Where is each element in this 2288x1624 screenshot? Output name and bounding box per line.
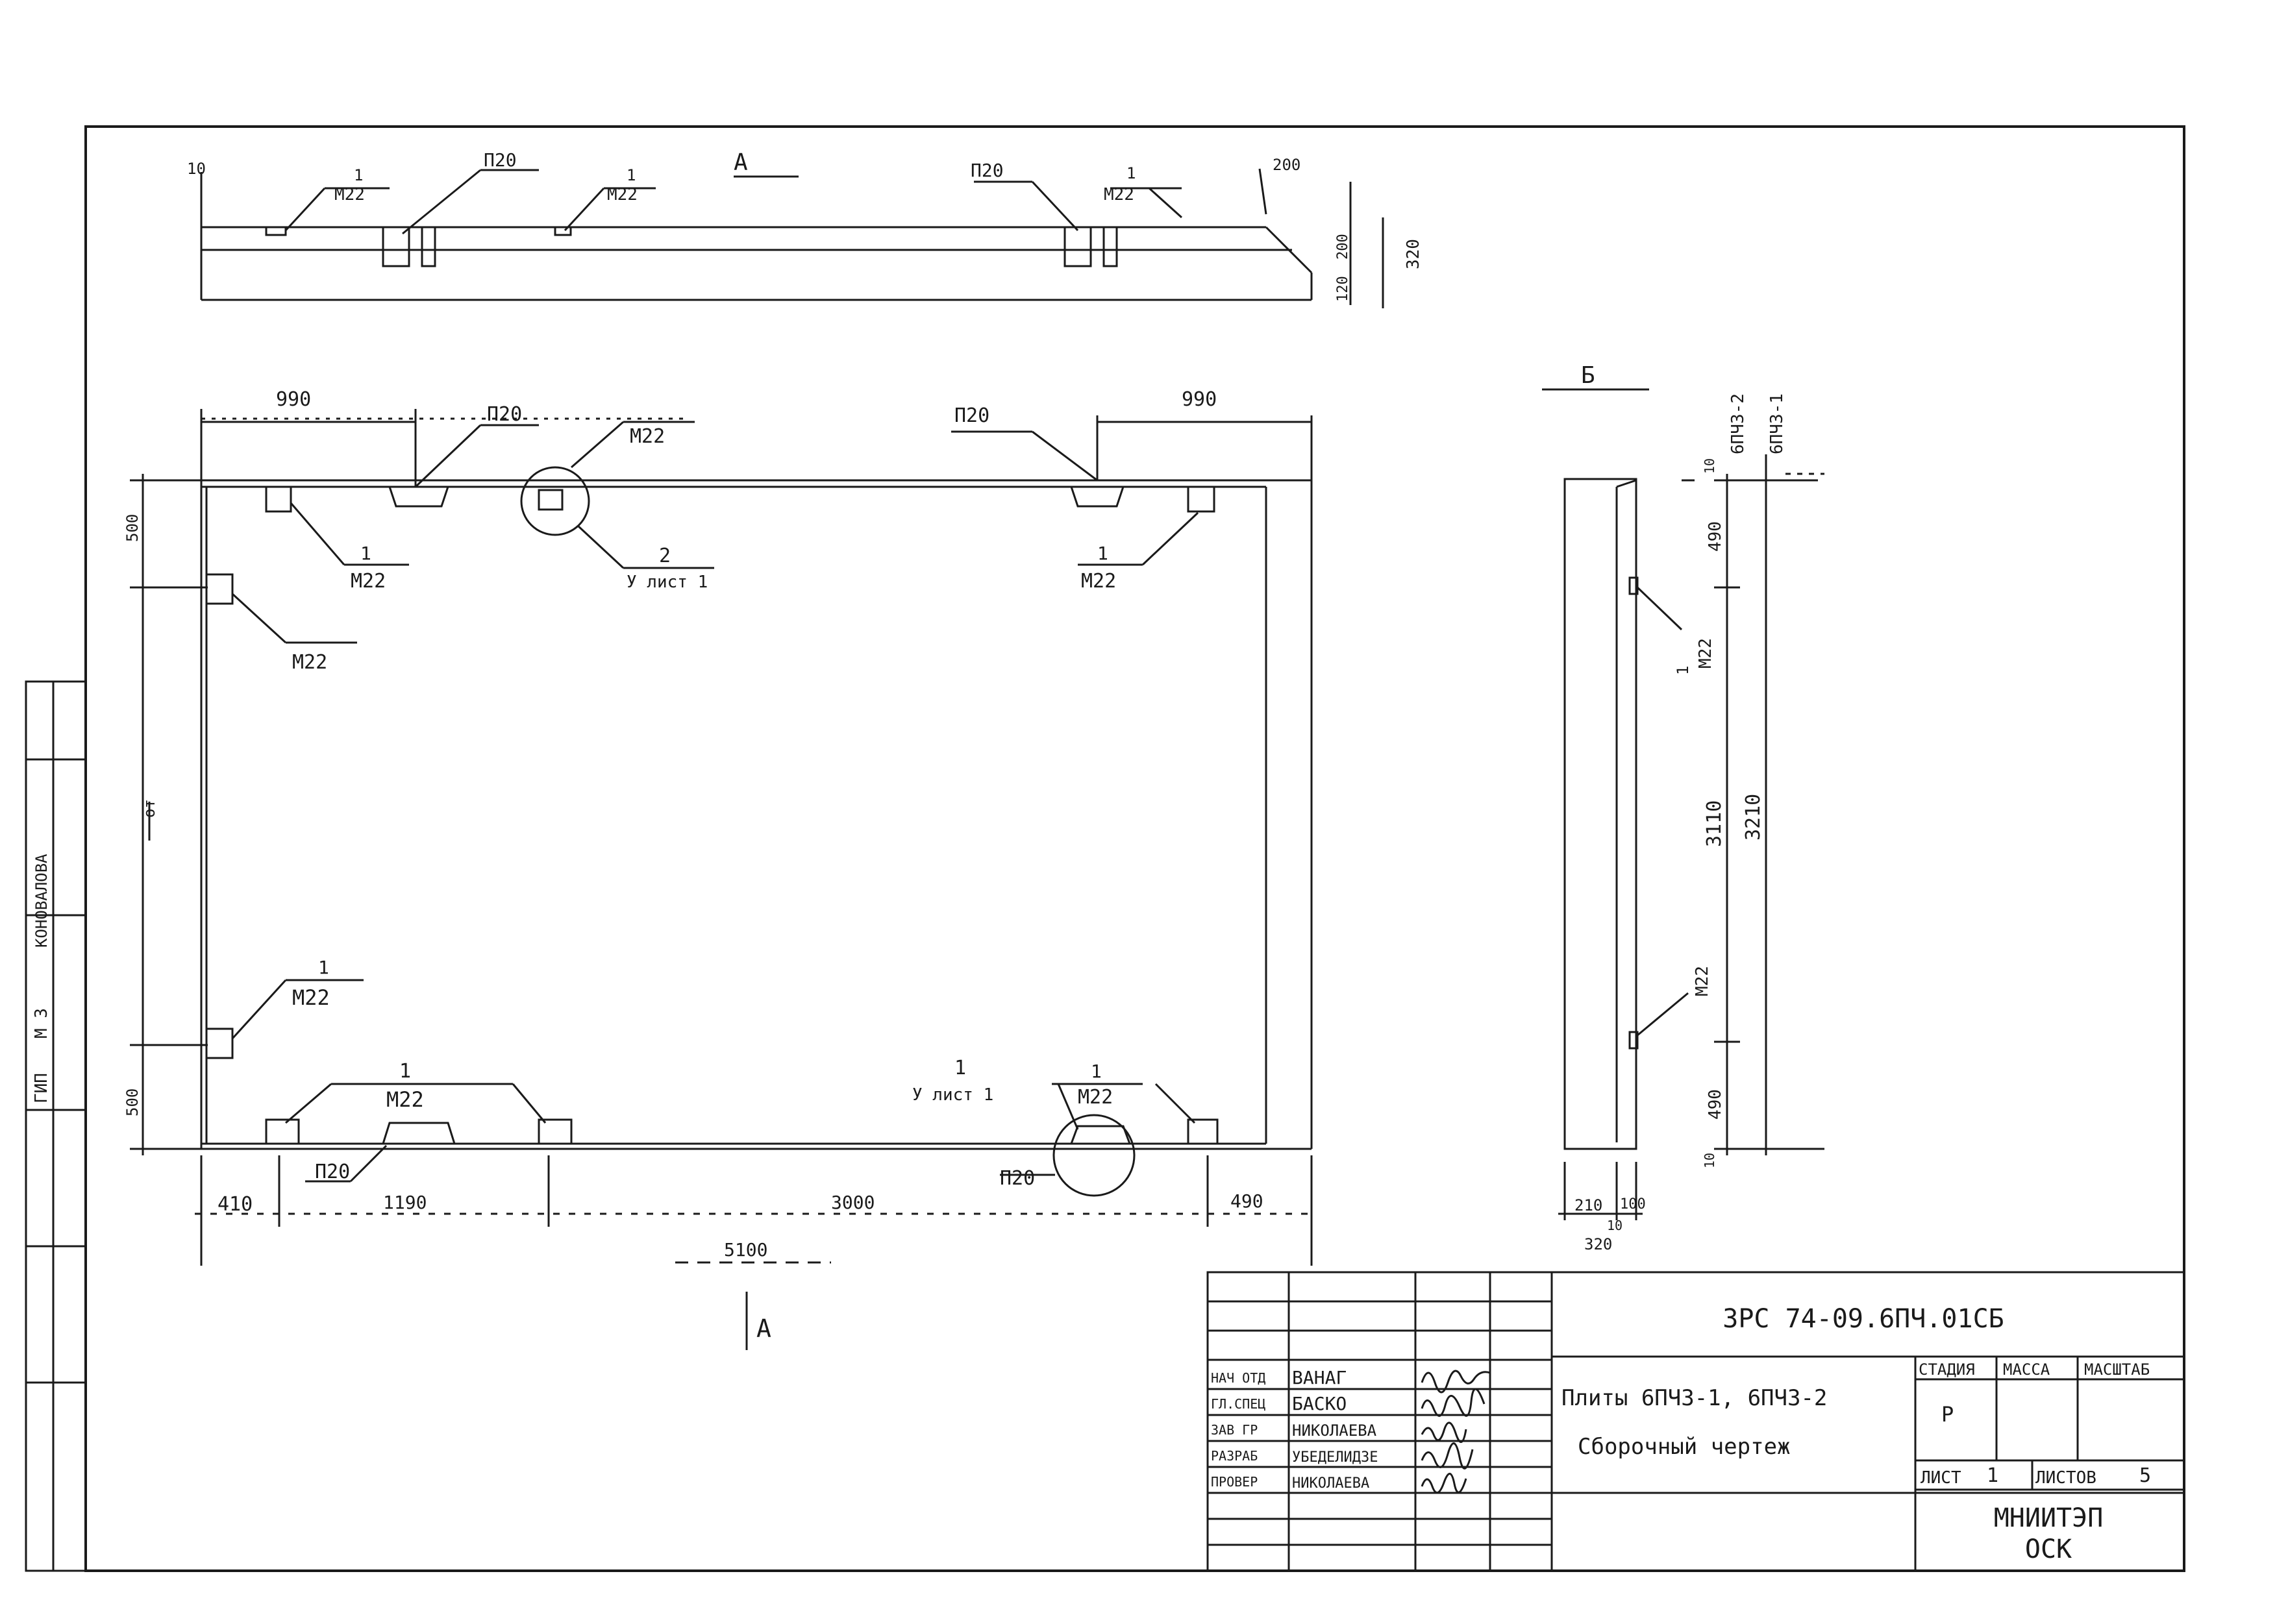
plan-label-node-num: 2: [659, 545, 671, 567]
top-label-1-code: М22: [334, 185, 365, 204]
signatory-name-1: ВАНАГ: [1292, 1367, 1347, 1388]
plan-label-m22-bot-num: 1: [399, 1060, 411, 1083]
stage-value: Р: [1941, 1402, 1954, 1427]
scale-header: МАСШТАБ: [2084, 1360, 2150, 1379]
title-code: ЗРС 74-09.6ПЧ.01СБ: [1722, 1304, 2004, 1334]
plan-label-m22-circle: М22: [630, 425, 665, 448]
mass-header: МАССА: [2003, 1360, 2050, 1379]
plan-label-p20-bottom-right: П20: [1000, 1167, 1035, 1190]
view-b-label: Б: [1581, 362, 1595, 389]
section-mark-1: 6ПЧ3-2: [1728, 393, 1748, 454]
org-line2: ОСК: [2025, 1534, 2072, 1564]
signatory-role-5: ПРОВЕР: [1211, 1474, 1258, 1490]
stage-header: СТАДИЯ: [1919, 1360, 1975, 1379]
top-dim-120: 120: [1335, 276, 1351, 302]
title-line2: Сборочный чертеж: [1578, 1434, 1791, 1460]
signatory-role-3: ЗАВ ГР: [1211, 1422, 1258, 1438]
sheet-label: ЛИСТ: [1921, 1468, 1961, 1488]
top-dim-200: 200: [1273, 156, 1300, 174]
plan-label-m22-tl: М22: [351, 570, 386, 593]
top-label-4-code: П20: [971, 160, 1004, 181]
section-mark-2: 6ПЧ3-1: [1767, 393, 1787, 454]
plan-dim-bottom-2: 1190: [383, 1192, 427, 1213]
section-dim-490-top: 490: [1706, 521, 1725, 552]
section-label-m22-up: М22: [1696, 638, 1715, 669]
signatory-name-3: НИКОЛАЕВА: [1292, 1421, 1377, 1440]
top-label-2-code: П20: [484, 149, 517, 171]
top-label-5-num: 1: [1126, 164, 1136, 182]
section-dim-210: 210: [1574, 1196, 1602, 1214]
plan-label-node-ref: У лист 1: [627, 572, 708, 592]
signatory-name-5: НИКОЛАЕВА: [1292, 1475, 1369, 1492]
plan-dim-bottom-1: 410: [218, 1193, 253, 1216]
plan-label-ot: от: [140, 799, 158, 818]
section-dim-3110: 3110: [1703, 800, 1726, 847]
plan-dim-top-right: 990: [1182, 388, 1217, 411]
section-dim-320: 320: [1584, 1235, 1612, 1253]
top-label-3-num: 1: [627, 166, 636, 184]
top-elevation: [200, 168, 1384, 308]
side-stamp-gip-label: ГИП: [32, 1073, 51, 1103]
top-label-3-code: М22: [607, 185, 638, 204]
plan-label-m22-lb-num: 1: [318, 957, 329, 978]
view-a-label: А: [734, 149, 748, 176]
plan-dim-bottom-4: 490: [1230, 1190, 1263, 1212]
signatory-name-4: УБЕДЕЛИДЗЕ: [1292, 1449, 1378, 1466]
plan-label-m22-br: М22: [1078, 1086, 1113, 1109]
section-dim-10-top: 10: [1702, 458, 1717, 474]
plan-label-m22-left: М22: [292, 651, 327, 674]
section-dim-10b: 10: [1607, 1218, 1623, 1233]
side-stamp-gip-name: М З: [32, 1008, 51, 1039]
top-dim-320: 320: [1404, 239, 1423, 269]
section-label-m22-low: М22: [1693, 966, 1712, 996]
section-dim-10-bot: 10: [1702, 1153, 1717, 1168]
signatory-role-4: РАЗРАБ: [1211, 1448, 1258, 1464]
title-line1: Плиты 6ПЧ3-1, 6ПЧ3-2: [1561, 1385, 1827, 1411]
plan-label-m22-tl-num: 1: [360, 543, 371, 564]
plan-label-node1-num: 1: [954, 1057, 966, 1079]
plan-label-m22-lb: М22: [292, 985, 330, 1010]
section-dim-490-bot: 490: [1706, 1089, 1725, 1120]
plan-label-node1-ref: У лист 1: [912, 1085, 993, 1105]
plan-label-m22-tr: М22: [1081, 570, 1116, 593]
top-label-1-num: 1: [354, 166, 363, 184]
signatory-name-2: БАСКО: [1292, 1393, 1347, 1414]
section-arrow-label: А: [756, 1314, 771, 1343]
sheet-value: 1: [1987, 1464, 1998, 1487]
plan-label-p20-top-left: П20: [487, 403, 522, 426]
title-block: [1206, 1271, 2185, 1572]
plan-label-m22-bot: М22: [386, 1087, 424, 1112]
plan-dim-top-left: 990: [276, 388, 311, 411]
top-dim-10: 10: [187, 160, 206, 178]
plan-dim-left-bottom: 500: [123, 1089, 142, 1116]
side-stamp-name2: КОНОВАЛОВА: [32, 854, 51, 948]
signatory-role-2: ГЛ.СПЕЦ: [1211, 1396, 1265, 1412]
section-b: [1542, 388, 1824, 1220]
plan-label-p20-bottom: П20: [315, 1161, 350, 1183]
sheets-label: ЛИСТОВ: [2035, 1468, 2096, 1488]
plan-label-p20-top-right: П20: [954, 404, 989, 427]
section-dim-100: 100: [1620, 1196, 1646, 1212]
plan-dim-left-top: 500: [123, 514, 142, 542]
sheets-value: 5: [2139, 1464, 2151, 1487]
section-label-m22-up-num: 1: [1674, 666, 1692, 675]
org-line1: МНИИТЭП: [1994, 1503, 2104, 1533]
plan-dim-overall: 5100: [724, 1239, 767, 1261]
plan-label-m22-tr-num: 1: [1097, 543, 1108, 564]
side-stamp: [25, 680, 87, 1572]
section-dim-3210: 3210: [1742, 794, 1765, 841]
drawing-frame: [84, 125, 2185, 1572]
signature-scribbles: [1421, 1370, 1491, 1494]
top-dim-200b: 200: [1335, 234, 1351, 260]
plan-label-m22-br-num: 1: [1091, 1061, 1102, 1082]
signatory-role-1: НАЧ ОТД: [1211, 1370, 1265, 1386]
top-label-5-code: М22: [1104, 185, 1134, 204]
plan-view: [130, 409, 1313, 1350]
plan-dim-bottom-3: 3000: [831, 1192, 875, 1213]
